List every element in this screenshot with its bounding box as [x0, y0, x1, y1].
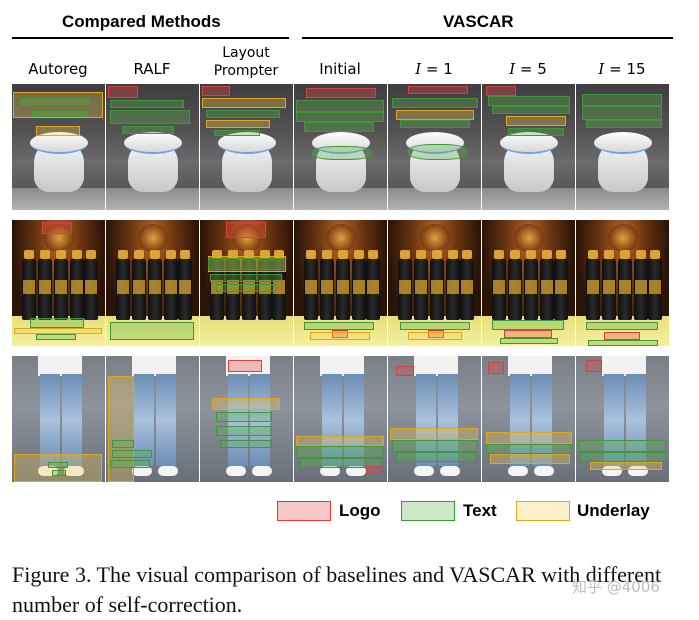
cell-jeans-i1: [388, 356, 481, 482]
cell-bottles-initial: [294, 220, 387, 346]
col-header-ralf: RALF: [133, 60, 171, 78]
legend-swatch-underlay: [516, 501, 570, 521]
cell-bottles-i5: [482, 220, 575, 346]
col-header-i15: I = 15: [575, 60, 669, 79]
cell-toilet-initial: [294, 84, 387, 210]
vascar-rule: [302, 37, 673, 39]
legend-label-logo: Logo: [339, 501, 381, 520]
cell-toilet-ralf: [106, 84, 199, 210]
legend-swatch-text: [401, 501, 455, 521]
cell-jeans-initial: [294, 356, 387, 482]
col-header-layout-prompter-line2: Prompter: [213, 63, 279, 79]
col-header-i1: I = 1: [387, 60, 481, 79]
cell-toilet-i5: [482, 84, 575, 210]
col-header-i1-var: I: [415, 60, 422, 78]
col-header-layout-prompter-line1: Layout: [222, 45, 270, 61]
col-header-i5: I = 5: [481, 60, 575, 79]
cell-jeans-i5: [482, 356, 575, 482]
cell-jeans-layout-prompter: [200, 356, 293, 482]
vascar-title: VASCAR: [443, 12, 514, 31]
cell-jeans-ralf: [106, 356, 199, 482]
col-header-i1-value: = 1: [421, 60, 453, 78]
col-header-i5-var: I: [509, 60, 516, 78]
cell-bottles-autoreg: [12, 220, 105, 346]
col-header-i15-var: I: [598, 60, 605, 78]
compared-methods-rule: [12, 37, 289, 39]
legend-swatch-logo: [277, 501, 331, 521]
legend-label-text: Text: [463, 501, 497, 520]
cell-toilet-layout-prompter: [200, 84, 293, 210]
col-header-i15-value: = 15: [604, 60, 646, 78]
cell-toilet-i15: [576, 84, 669, 210]
figure-caption: Figure 3. The visual comparison of basel…: [12, 562, 662, 617]
watermark: 知乎 @4006: [572, 578, 660, 596]
cell-toilet-i1: [388, 84, 481, 210]
col-header-initial: Initial: [319, 60, 361, 78]
cell-bottles-i1: [388, 220, 481, 346]
legend-label-underlay: Underlay: [577, 501, 650, 520]
cell-jeans-i15: [576, 356, 669, 482]
col-header-layout-prompter: Layout Prompter: [199, 44, 293, 80]
compared-methods-title: Compared Methods: [62, 12, 221, 31]
col-header-i5-value: = 5: [515, 60, 547, 78]
col-header-autoreg: Autoreg: [28, 60, 88, 78]
cell-toilet-autoreg: [12, 84, 105, 210]
cell-jeans-autoreg: [12, 356, 105, 482]
cell-bottles-i15: [576, 220, 669, 346]
cell-bottles-ralf: [106, 220, 199, 346]
cell-bottles-layout-prompter: [200, 220, 293, 346]
